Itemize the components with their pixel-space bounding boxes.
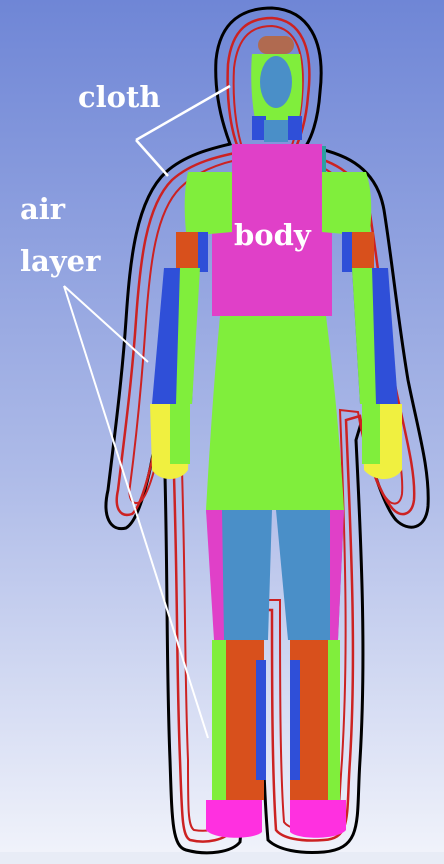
elbow-right-inner-segment bbox=[198, 232, 208, 272]
face-segment bbox=[260, 56, 292, 108]
foot-left-side-segment bbox=[290, 800, 346, 838]
hand-right-side-accent bbox=[170, 404, 190, 464]
hand-left-side-accent bbox=[362, 404, 380, 464]
head-top-segment bbox=[258, 36, 294, 54]
elbow-left-inner-segment bbox=[342, 232, 352, 272]
abdomen-segment bbox=[206, 316, 344, 510]
upper-arm-left-side-segment bbox=[322, 172, 371, 234]
neck-left-segment bbox=[252, 116, 266, 140]
bottom-strip bbox=[0, 852, 444, 864]
cloth-label: cloth bbox=[78, 82, 161, 112]
shin-right-side-inner-segment bbox=[256, 660, 266, 780]
neck-segment bbox=[264, 120, 288, 142]
foot-right-side-segment bbox=[206, 800, 262, 838]
body-label: body bbox=[234, 220, 311, 250]
shin-left-side-outer-segment bbox=[328, 640, 340, 800]
neck-right-segment bbox=[288, 116, 302, 140]
shin-right-side-outer-segment bbox=[212, 640, 226, 800]
air-layer-label-line-2: layer bbox=[20, 246, 100, 276]
air-layer-label-line-1: air bbox=[20, 194, 65, 224]
upper-arm-right-side-segment bbox=[185, 172, 232, 234]
shin-left-side-inner-segment bbox=[290, 660, 300, 780]
